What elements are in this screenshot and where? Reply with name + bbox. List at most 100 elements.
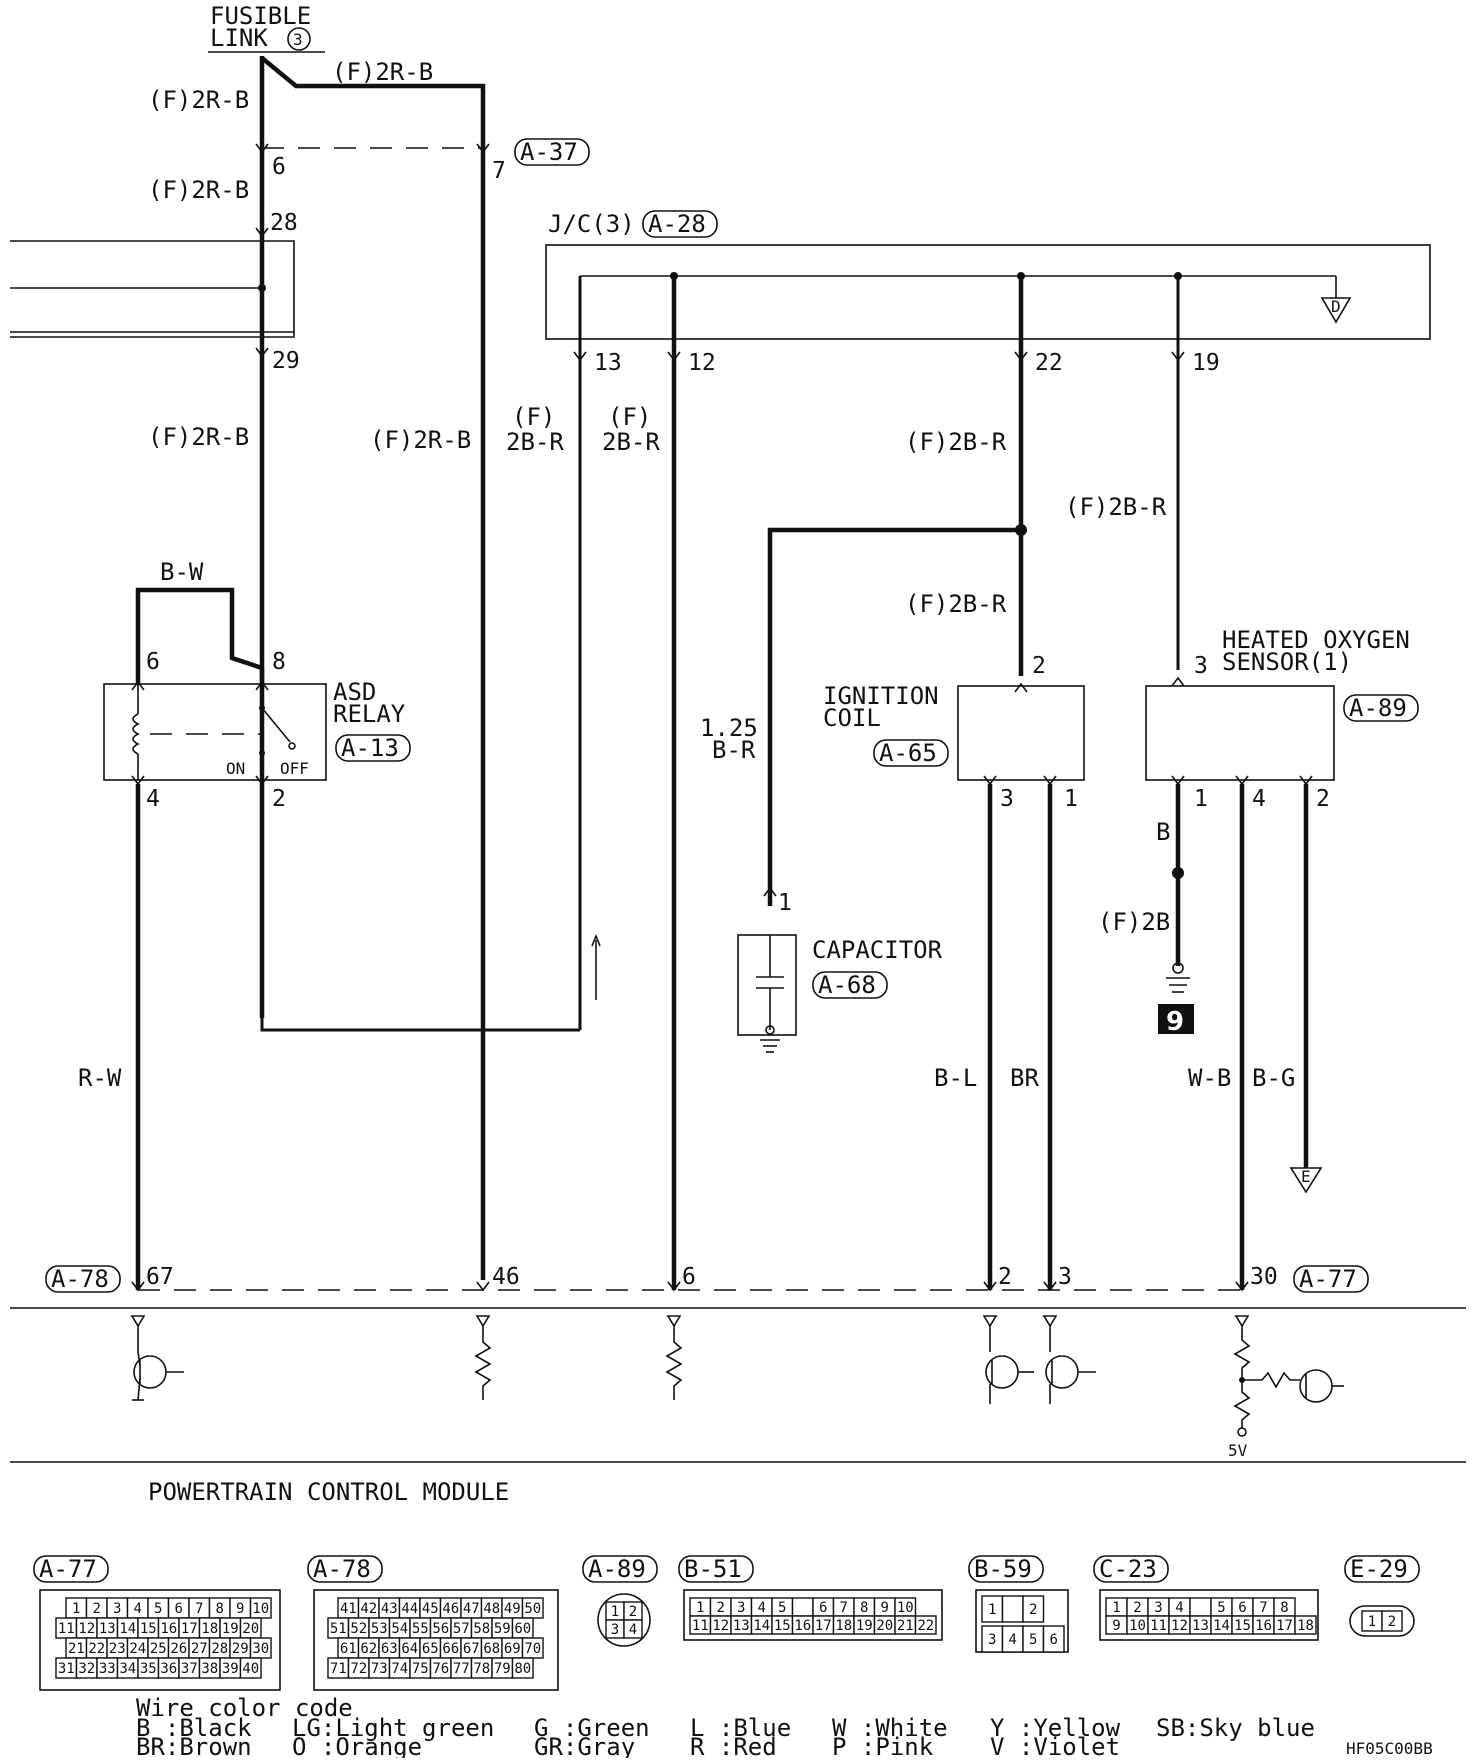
capacitor-box — [737, 934, 797, 1036]
pin-cell-label: 18 — [835, 1618, 852, 1634]
pin-cell-label: 56 — [432, 1621, 449, 1637]
pcm-transistor-2 — [982, 1315, 1034, 1404]
pin-cell — [1042, 1625, 1065, 1653]
wire-label-f-13: (F) — [512, 403, 555, 431]
pin-cell-label: 3 — [611, 1622, 619, 1638]
pin-cell — [1294, 1615, 1317, 1635]
relay-contact-off — [288, 742, 296, 750]
connector-c23-outline — [1099, 1589, 1319, 1641]
pin-cell-label: 3 — [1154, 1600, 1162, 1616]
pinout-e29-badge — [1344, 1555, 1420, 1583]
pin-cell-label: 6 — [819, 1600, 827, 1616]
connector-a78: A-78 — [51, 1265, 109, 1293]
pin-cell-label: 75 — [412, 1661, 429, 1677]
pin-cell-label: 53 — [371, 1621, 388, 1637]
legend-item: GR:Gray — [534, 1733, 635, 1758]
pin-cell-label: 11 — [58, 1621, 75, 1637]
pin-cell-label: 4 — [629, 1622, 637, 1638]
connector-arrow-28 — [255, 227, 269, 238]
pcm-resistor-46 — [474, 1315, 492, 1400]
pin-cell-label: 9 — [236, 1601, 244, 1617]
pin-cell — [1381, 1610, 1403, 1632]
pin-cell-label: 9 — [1112, 1618, 1120, 1634]
pin-cell-label: 1 — [988, 1602, 996, 1618]
pin-pcm-67: 67 — [146, 1264, 174, 1290]
pin-cell-label: 57 — [453, 1621, 470, 1637]
junction-dot-capacitor — [1015, 524, 1027, 536]
pin-relay-2: 2 — [272, 786, 286, 812]
pcm-arrow-2 — [983, 1281, 997, 1292]
pin-cell-label: 18 — [201, 1621, 218, 1637]
connector-a78-badge — [45, 1265, 121, 1293]
junction-box-left — [10, 240, 295, 338]
pin-cell-label: 8 — [860, 1600, 868, 1616]
pin-cell-label: 35 — [140, 1661, 157, 1677]
connector-a13-badge — [335, 734, 411, 762]
pin-cell-label: 54 — [391, 1621, 408, 1637]
wire-label-f2rb-5: (F)2R-B — [370, 426, 471, 454]
pin-cell-label: 13 — [1192, 1618, 1209, 1634]
pin-cell-label: 2 — [1388, 1614, 1396, 1630]
jc-box — [545, 244, 1431, 340]
ref-e: E — [1301, 1167, 1311, 1186]
pin-cell-label: 5 — [778, 1600, 786, 1616]
pin-cell-label: 16 — [160, 1621, 177, 1637]
ref-e-triangle — [1289, 1167, 1323, 1194]
connector-arrow-7 — [476, 143, 490, 154]
pin-cell-label: 60 — [514, 1621, 531, 1637]
connector-a68-badge — [812, 971, 888, 999]
pin-cell-label: 14 — [119, 1621, 136, 1637]
legend-title: Wire color code — [136, 1694, 353, 1722]
pin-cell-label: 14 — [753, 1618, 770, 1634]
connector-e29-outline — [1349, 1605, 1415, 1637]
connector-arrow-19 — [1171, 351, 1185, 362]
legend-item: O :Orange — [292, 1733, 422, 1758]
pin-capacitor-1: 1 — [778, 890, 792, 916]
pin-coil-2: 2 — [1032, 653, 1046, 679]
ignition-coil-label-2: COIL — [823, 704, 881, 732]
wire-relay-2 — [260, 784, 580, 1032]
pin-cell-label: 22 — [88, 1641, 105, 1657]
pin-cell-label: 7 — [195, 1601, 203, 1617]
pin-cell — [239, 1657, 262, 1679]
pin-cell-label: 49 — [504, 1601, 521, 1617]
pin-cell — [1022, 1595, 1045, 1623]
legend-row-1: B :Black LG:Light green G :Green L :Blue… — [136, 1714, 1315, 1742]
pin-cell-label: 23 — [109, 1641, 126, 1657]
pin-cell — [791, 1597, 814, 1617]
pin-cell-label: 69 — [504, 1641, 521, 1657]
pin-cell-label: 70 — [524, 1641, 541, 1657]
pin-cell-label: 4 — [1009, 1632, 1017, 1648]
pin-cell-label: 29 — [232, 1641, 249, 1657]
pin-cell-label: 1 — [1112, 1600, 1120, 1616]
pin-cell-label: 2 — [1133, 1600, 1141, 1616]
connector-a89-outline — [597, 1593, 651, 1647]
relay-switch-blade — [261, 707, 291, 743]
wire-label-f2rb-1: (F)2R-B — [148, 86, 249, 114]
fusible-link-label-1: FUSIBLE — [210, 2, 311, 30]
wire-label-wb: W-B — [1188, 1064, 1231, 1092]
wire-label-f2rb-3: (F)2R-B — [148, 176, 249, 204]
capacitor-ground-node — [765, 1025, 775, 1035]
pin-cell-label: 48 — [483, 1601, 500, 1617]
coil-arrow-2 — [1014, 682, 1028, 693]
pin-cell-label: 59 — [494, 1621, 511, 1637]
pin-pcm-30: 30 — [1250, 1264, 1278, 1290]
pinout-a78-label: A-78 — [313, 1555, 371, 1583]
connector-a28-badge — [642, 210, 718, 238]
wire-label-br: BR — [1010, 1064, 1039, 1092]
connector-a89: A-89 — [1349, 694, 1407, 722]
pinout-b59-badge — [968, 1555, 1044, 1583]
pin-cell-label: 64 — [401, 1641, 418, 1657]
ignition-coil-box — [957, 685, 1085, 781]
pin-cell-label: 17 — [815, 1618, 832, 1634]
pin-cell-label: 77 — [453, 1661, 470, 1677]
pin-cell-label: 17 — [1276, 1618, 1293, 1634]
ref-d: D — [1331, 297, 1341, 316]
pin-cell-label: 62 — [360, 1641, 377, 1657]
connector-arrow-22 — [1014, 351, 1028, 362]
pin-cell-label: 58 — [473, 1621, 490, 1637]
pin-cell-label: 12 — [1171, 1618, 1188, 1634]
wire-label-2br-12: 2B-R — [602, 428, 660, 456]
